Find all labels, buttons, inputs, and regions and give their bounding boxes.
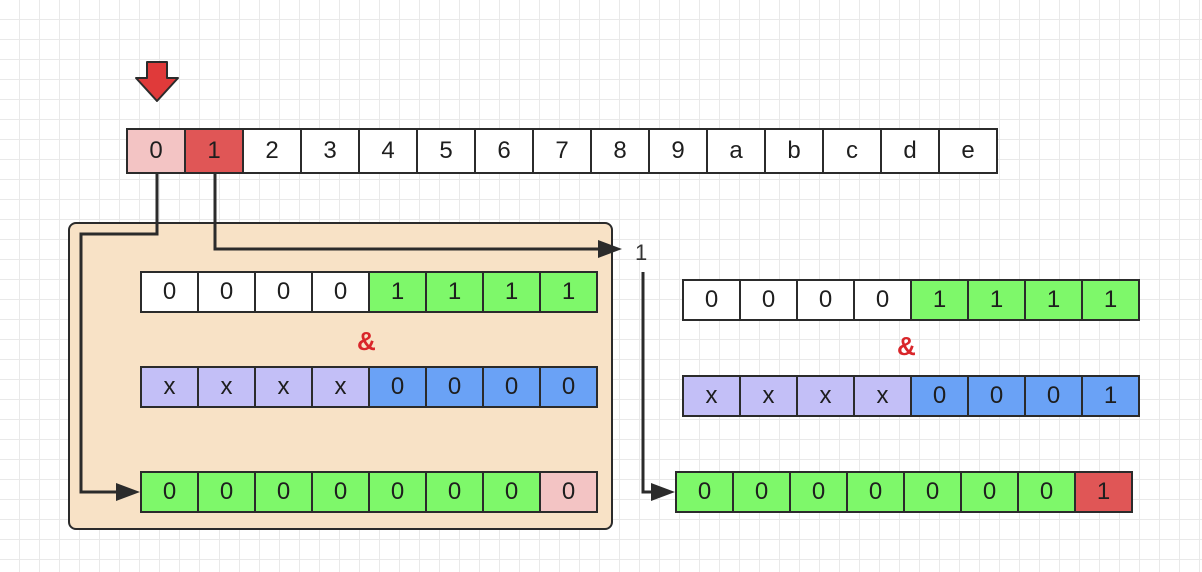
left-mask-bit: 1 <box>368 271 427 313</box>
left-mask-bit: 0 <box>254 271 313 313</box>
left-result-bit: 0 <box>140 471 199 513</box>
right-result-bit: 0 <box>789 471 848 513</box>
right-input-bit: x <box>739 375 798 417</box>
left-result-bit: 0 <box>311 471 370 513</box>
right-arrow-label: 1 <box>635 240 648 265</box>
left-input-row: x x x x 0 0 0 0 <box>140 366 598 408</box>
right-result-bit: 0 <box>675 471 734 513</box>
right-input-bit: x <box>853 375 912 417</box>
right-mask-bit: 0 <box>853 279 912 321</box>
left-input-bit: x <box>254 366 313 408</box>
right-result-bit: 0 <box>732 471 791 513</box>
lane-cell-5: 5 <box>416 128 476 174</box>
right-input-bit: x <box>682 375 741 417</box>
connector-right-to-result <box>641 272 675 501</box>
right-input-bit: 1 <box>1081 375 1140 417</box>
lane-cell-7: 7 <box>532 128 592 174</box>
right-mask-row: 0 0 0 0 1 1 1 1 <box>682 279 1140 321</box>
right-mask-bit: 0 <box>796 279 855 321</box>
right-result-bit: 1 <box>1074 471 1133 513</box>
right-mask-bit: 0 <box>682 279 741 321</box>
left-mask-bit: 0 <box>311 271 370 313</box>
left-mask-bit: 1 <box>425 271 484 313</box>
right-mask-bit: 1 <box>910 279 969 321</box>
right-result-bit: 0 <box>1017 471 1076 513</box>
right-mask-bit: 1 <box>1024 279 1083 321</box>
right-mask-bit: 1 <box>1081 279 1140 321</box>
right-input-row: x x x x 0 0 0 1 <box>682 375 1140 417</box>
left-result-bit: 0 <box>254 471 313 513</box>
lane-cell-0: 0 <box>126 128 186 174</box>
lane-index-row: 0 1 2 3 4 5 6 7 8 9 a b c d e <box>126 128 998 174</box>
right-mask-bit: 1 <box>967 279 1026 321</box>
left-input-bit: x <box>311 366 370 408</box>
right-result-bit: 0 <box>903 471 962 513</box>
right-result-bit: 0 <box>846 471 905 513</box>
left-result-row: 0 0 0 0 0 0 0 0 <box>140 471 598 513</box>
left-result-bit: 0 <box>539 471 598 513</box>
lane-cell-a: a <box>706 128 766 174</box>
left-input-bit: 0 <box>425 366 484 408</box>
left-mask-bit: 0 <box>140 271 199 313</box>
left-input-bit: x <box>197 366 256 408</box>
lane-cell-c: c <box>822 128 882 174</box>
lane-cell-3: 3 <box>300 128 360 174</box>
right-input-bit: x <box>796 375 855 417</box>
left-result-bit: 0 <box>425 471 484 513</box>
right-and-operator: & <box>897 331 916 361</box>
lane-cell-2: 2 <box>242 128 302 174</box>
left-result-bit: 0 <box>482 471 541 513</box>
lane-cell-1: 1 <box>184 128 244 174</box>
right-input-bit: 0 <box>1024 375 1083 417</box>
right-input-bit: 0 <box>967 375 1026 417</box>
left-input-bit: 0 <box>539 366 598 408</box>
lane-cell-4: 4 <box>358 128 418 174</box>
lane-cell-b: b <box>764 128 824 174</box>
left-mask-bit: 0 <box>197 271 256 313</box>
lane-cell-e: e <box>938 128 998 174</box>
right-result-row: 0 0 0 0 0 0 0 1 <box>675 471 1133 513</box>
lane-cell-9: 9 <box>648 128 708 174</box>
right-input-bit: 0 <box>910 375 969 417</box>
right-mask-bit: 0 <box>739 279 798 321</box>
left-input-bit: x <box>140 366 199 408</box>
lane-cell-8: 8 <box>590 128 650 174</box>
left-mask-row: 0 0 0 0 1 1 1 1 <box>140 271 598 313</box>
right-result-bit: 0 <box>960 471 1019 513</box>
red-down-arrow-icon <box>135 61 179 102</box>
lane-cell-d: d <box>880 128 940 174</box>
left-input-bit: 0 <box>368 366 427 408</box>
left-mask-bit: 1 <box>539 271 598 313</box>
left-result-bit: 0 <box>197 471 256 513</box>
left-and-operator: & <box>357 326 376 356</box>
left-result-bit: 0 <box>368 471 427 513</box>
lane-cell-6: 6 <box>474 128 534 174</box>
left-mask-bit: 1 <box>482 271 541 313</box>
left-input-bit: 0 <box>482 366 541 408</box>
